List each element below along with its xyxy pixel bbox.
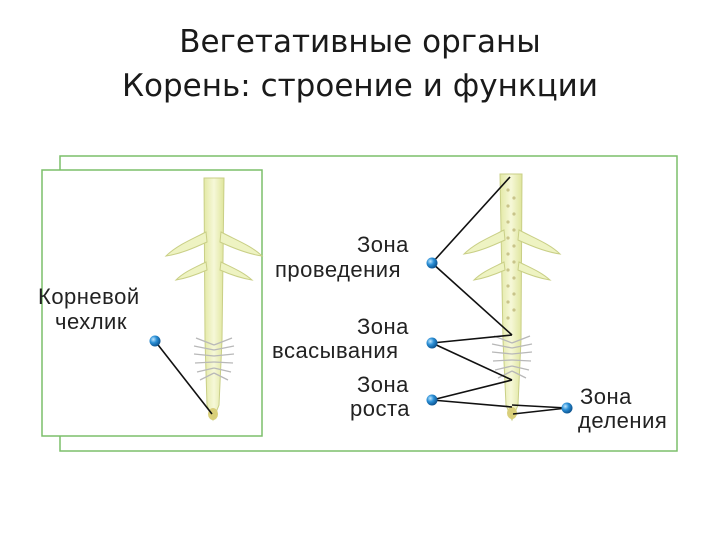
dot-root-cap (149, 335, 161, 347)
root-illustration-right (462, 173, 562, 422)
root-hairs-right (491, 335, 533, 379)
label-division-line1: Зона (580, 384, 632, 409)
slide-title: Вегетативные органы Корень: строение и ф… (0, 20, 720, 108)
leader-conduction (431, 176, 511, 264)
label-conduction-line2: проведения (275, 257, 401, 282)
label-division-line2: деления (578, 408, 667, 433)
vascular-cells-right (506, 188, 516, 320)
label-growth-line1: Зона (357, 372, 409, 397)
leader-growth (431, 379, 513, 401)
zone-labels: Корневой чехлик Зона проведения Зона вса… (38, 232, 667, 433)
leader-division-lower (512, 407, 568, 415)
leader-root-cap (154, 340, 213, 415)
diagram-frames (41, 155, 678, 452)
label-absorption-line2: всасывания (272, 338, 399, 363)
leader-growth-lower (431, 399, 513, 408)
root-hairs-left (193, 337, 235, 381)
front-frame (41, 169, 263, 437)
dot-growth (426, 394, 438, 406)
label-conduction-line1: Зона (357, 232, 409, 257)
label-root-cap-line2: чехлик (55, 309, 127, 334)
label-growth-line2: роста (350, 396, 410, 421)
label-root-cap-line1: Корневой (38, 284, 140, 309)
label-absorption-line1: Зона (357, 314, 409, 339)
leader-conduction-to-absorption (431, 262, 513, 336)
leader-absorption-to-growth (431, 342, 513, 381)
leader-lines (154, 176, 568, 415)
leader-division (511, 404, 568, 409)
dot-division (561, 402, 573, 414)
title-line-1: Вегетативные органы (179, 24, 541, 60)
dot-conduction (426, 257, 438, 269)
leader-absorption (431, 334, 513, 344)
pointer-dots (149, 257, 573, 414)
dot-absorption (426, 337, 438, 349)
title-line-2: Корень: строение и функции (122, 68, 598, 104)
